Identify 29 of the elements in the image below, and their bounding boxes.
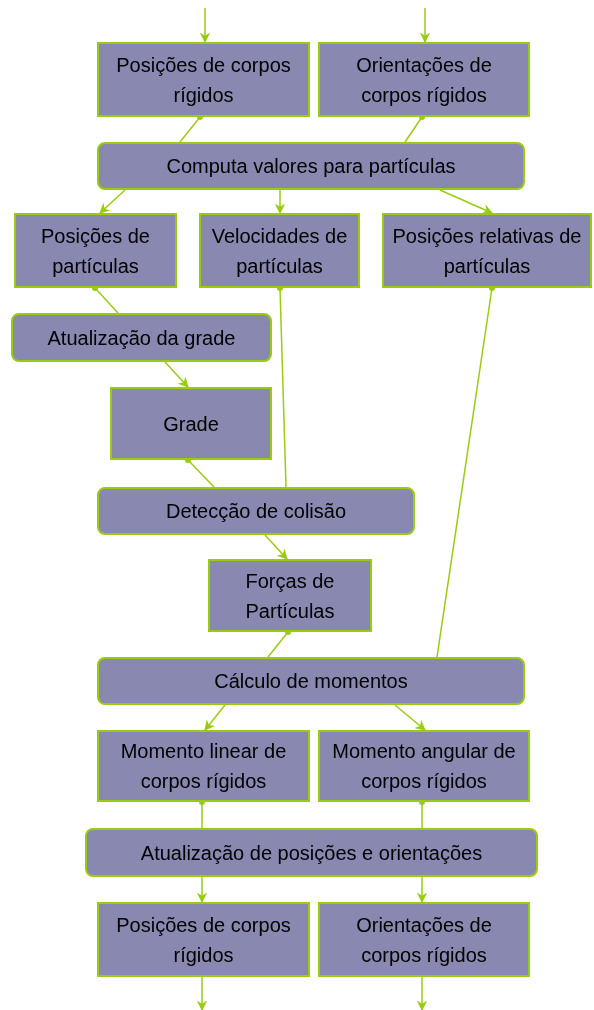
connector-arrow <box>419 7 431 44</box>
data-box: Forças de Partículas <box>208 559 372 632</box>
data-box: Posições de partículas <box>14 213 177 288</box>
data-box: Momento angular de corpos rígidos <box>318 730 530 802</box>
connector-arrow <box>196 876 208 904</box>
connector-arrow <box>264 534 288 560</box>
data-box: Orientações de corpos rígidos <box>318 42 530 117</box>
process-box: Computa valores para partículas <box>97 142 525 190</box>
data-box: Grade <box>110 387 272 460</box>
process-box: Atualização da grade <box>11 313 272 362</box>
process-box: Cálculo de momentos <box>97 657 525 705</box>
connector-arrow <box>394 704 426 731</box>
connector-arrow <box>99 189 126 214</box>
connector-arrow <box>416 976 428 1010</box>
data-box: Posições relativas de partículas <box>382 213 592 288</box>
process-box: Detecção de colisão <box>97 487 415 535</box>
connector-arrow <box>199 7 211 44</box>
connector-arrow <box>164 361 189 388</box>
process-box: Atualização de posições e orientações <box>85 828 538 877</box>
data-box: Momento linear de corpos rígidos <box>97 730 310 802</box>
connector-arrow <box>439 189 493 214</box>
connector-arrow <box>274 189 286 215</box>
connector-arrow <box>204 704 226 731</box>
data-box: Posições de corpos rígidos <box>97 902 310 977</box>
data-box: Posições de corpos rígidos <box>97 42 310 117</box>
data-box: Velocidades de partículas <box>199 213 360 288</box>
data-box: Orientações de corpos rígidos <box>318 902 530 977</box>
connector-arrow <box>196 976 208 1010</box>
connector-arrow <box>416 876 428 904</box>
